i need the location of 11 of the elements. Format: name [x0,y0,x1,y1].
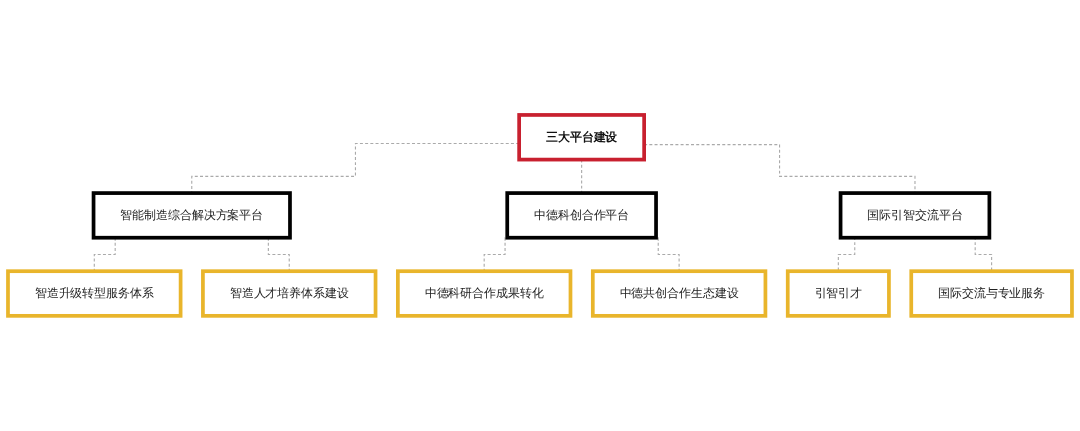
node-box: 智造升级转型服务体系 [6,269,183,318]
node-box: 中德科创合作平台 [505,191,658,240]
node-box: 国际引智交流平台 [838,191,992,240]
node-box: 引智引才 [785,269,891,318]
node-box: 国际交流与专业服务 [909,269,1074,318]
node-box: 智造人才培养体系建设 [201,269,378,318]
node-box: 三大平台建设 [517,113,646,162]
node-box: 中德科研合作成果转化 [396,269,573,318]
node-box: 中德共创合作生态建设 [590,269,768,318]
node-box: 智能制造综合解决方案平台 [91,191,292,240]
connector [581,159,583,194]
